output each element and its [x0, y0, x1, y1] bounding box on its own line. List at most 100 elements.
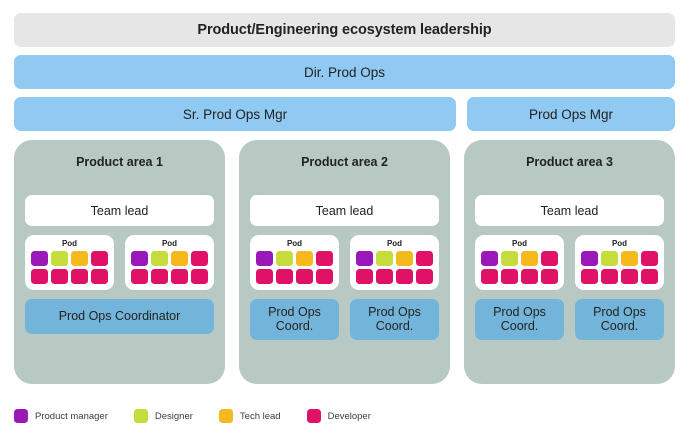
- pod-member-tech-lead: [296, 251, 313, 266]
- pod-member-product-manager: [581, 251, 598, 266]
- legend-swatch-developer: [306, 409, 321, 423]
- pod-card: Pod: [575, 235, 664, 290]
- pod-member-product-manager: [31, 251, 48, 266]
- pod-member-grid: [131, 251, 208, 284]
- pod-member-developer: [91, 251, 108, 266]
- pod-label: Pod: [61, 239, 78, 248]
- pod-member-tech-lead: [396, 251, 413, 266]
- manager-bar-2: Prod Ops Mgr: [467, 97, 675, 131]
- pod-member-designer: [51, 251, 68, 266]
- legend-label: Tech lead: [239, 410, 281, 422]
- pod-member-developer: [131, 269, 148, 284]
- legend-swatch-designer: [133, 409, 148, 423]
- legend-swatch-product-manager: [14, 409, 28, 423]
- pod-member-grid: [481, 251, 558, 284]
- coordinator-row: Prod Ops Coordinator: [25, 299, 214, 334]
- pod-member-product-manager: [131, 251, 148, 266]
- pod-label: Pod: [161, 239, 178, 248]
- legend-item-product-manager: Product manager: [14, 409, 108, 423]
- legend: Product manager Designer Tech lead Develope…: [14, 409, 371, 423]
- manager-row: Sr. Prod Ops Mgr Prod Ops Mgr: [14, 97, 675, 131]
- pod-member-developer: [276, 269, 293, 284]
- pod-member-grid: [31, 251, 108, 284]
- pod-member-product-manager: [256, 251, 273, 266]
- pod-label: Pod: [611, 239, 628, 248]
- pod-member-designer: [501, 251, 518, 266]
- pod-member-designer: [151, 251, 168, 266]
- pod-card: Pod: [475, 235, 564, 290]
- coordinator-row: Prod Ops Coord. Prod Ops Coord.: [475, 299, 664, 340]
- pod-label: Pod: [511, 239, 528, 248]
- legend-swatch-tech-lead: [218, 409, 233, 423]
- pod-member-developer: [376, 269, 393, 284]
- pod-member-developer: [91, 269, 108, 284]
- team-lead-box: Team lead: [25, 195, 214, 226]
- pod-member-tech-lead: [71, 251, 88, 266]
- product-area-title: Product area 1: [76, 155, 163, 169]
- legend-item-developer: Developer: [306, 409, 371, 423]
- pod-member-developer: [31, 269, 48, 284]
- pod-member-developer: [316, 269, 333, 284]
- legend-label: Developer: [327, 410, 371, 422]
- pod-member-developer: [316, 251, 333, 266]
- prod-ops-coordinator-box: Prod Ops Coordinator: [25, 299, 214, 334]
- pod-member-developer: [501, 269, 518, 284]
- pods-row: Pod Pod: [25, 235, 214, 290]
- legend-label: Product manager: [35, 410, 108, 422]
- product-area-title: Product area 3: [526, 155, 613, 169]
- pod-member-developer: [601, 269, 618, 284]
- team-lead-box: Team lead: [475, 195, 664, 226]
- pod-member-developer: [51, 269, 68, 284]
- director-bar: Dir. Prod Ops: [14, 55, 675, 89]
- pod-member-developer: [171, 269, 188, 284]
- pod-member-grid: [256, 251, 333, 284]
- prod-ops-coordinator-box: Prod Ops Coord.: [250, 299, 339, 340]
- pod-member-developer: [416, 269, 433, 284]
- pod-member-developer: [296, 269, 313, 284]
- coordinator-row: Prod Ops Coord. Prod Ops Coord.: [250, 299, 439, 340]
- product-area-title: Product area 2: [301, 155, 388, 169]
- pod-member-developer: [191, 251, 208, 266]
- manager-bar-1: Sr. Prod Ops Mgr: [14, 97, 456, 131]
- pod-card: Pod: [250, 235, 339, 290]
- pod-member-product-manager: [356, 251, 373, 266]
- team-lead-box: Team lead: [250, 195, 439, 226]
- pod-member-grid: [581, 251, 658, 284]
- pod-member-developer: [151, 269, 168, 284]
- pod-member-tech-lead: [621, 251, 638, 266]
- pod-member-designer: [276, 251, 293, 266]
- pod-label: Pod: [286, 239, 303, 248]
- pod-member-developer: [641, 251, 658, 266]
- pod-member-tech-lead: [171, 251, 188, 266]
- pod-card: Pod: [125, 235, 214, 290]
- pod-member-developer: [396, 269, 413, 284]
- pod-member-developer: [256, 269, 273, 284]
- pod-member-grid: [356, 251, 433, 284]
- pod-member-product-manager: [481, 251, 498, 266]
- pod-member-developer: [191, 269, 208, 284]
- legend-label: Designer: [154, 410, 193, 422]
- pod-member-developer: [356, 269, 373, 284]
- pod-member-developer: [541, 269, 558, 284]
- pod-member-developer: [621, 269, 638, 284]
- pod-member-developer: [416, 251, 433, 266]
- pod-member-designer: [376, 251, 393, 266]
- pod-member-designer: [601, 251, 618, 266]
- pod-member-developer: [71, 269, 88, 284]
- leadership-bar: Product/Engineering ecosystem leadership: [14, 13, 675, 47]
- pod-member-developer: [581, 269, 598, 284]
- legend-item-tech-lead: Tech lead: [218, 409, 281, 423]
- prod-ops-coordinator-box: Prod Ops Coord.: [475, 299, 564, 340]
- pod-member-developer: [481, 269, 498, 284]
- pods-row: Pod Pod: [475, 235, 664, 290]
- pod-card: Pod: [25, 235, 114, 290]
- prod-ops-coordinator-box: Prod Ops Coord.: [350, 299, 439, 340]
- legend-item-designer: Designer: [133, 409, 193, 423]
- prod-ops-coordinator-box: Prod Ops Coord.: [575, 299, 664, 340]
